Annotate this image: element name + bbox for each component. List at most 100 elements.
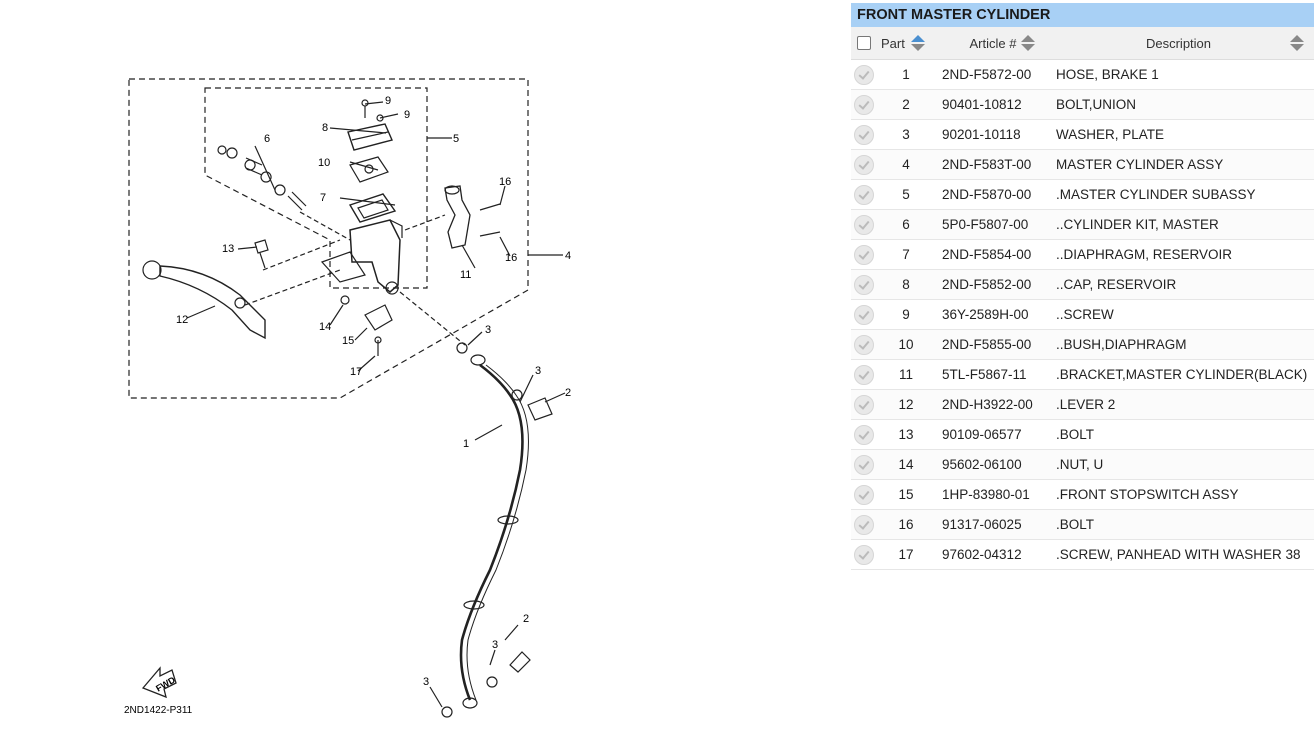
table-row[interactable]: 10 2ND-F5855-00 ..BUSH,DIAPHRAGM	[851, 330, 1314, 360]
panel-title: FRONT MASTER CYLINDER	[851, 3, 1314, 27]
check-circle-icon[interactable]	[854, 454, 874, 475]
article-number: 2ND-H3922-00	[942, 397, 1033, 412]
part-description: .BOLT	[1056, 427, 1095, 442]
article-number: 95602-06100	[942, 457, 1022, 472]
article-number: 2ND-F5855-00	[942, 337, 1032, 352]
row-select-cell	[851, 334, 877, 355]
part-description: .BRACKET,MASTER CYLINDER(BLACK)	[1056, 367, 1308, 382]
select-all-checkbox[interactable]	[857, 36, 871, 50]
svg-text:3: 3	[535, 365, 541, 377]
part-number: 14	[898, 457, 914, 472]
article-number: 90201-10118	[942, 127, 1021, 142]
diagram-drawing: 1 2 2 3 3 3 3 4 5 6 7 8 9 9 10 11 12 13 …	[128, 78, 571, 718]
row-select-cell	[851, 124, 877, 145]
row-select-cell	[851, 274, 877, 295]
svg-text:2: 2	[523, 613, 529, 625]
check-circle-icon[interactable]	[854, 334, 874, 355]
article-number: 90401-10812	[942, 97, 1022, 112]
check-circle-icon[interactable]	[854, 394, 874, 415]
column-header-description[interactable]: Description	[1043, 27, 1314, 59]
part-header-label: Part	[881, 35, 905, 51]
part-number: 2	[902, 97, 910, 112]
svg-text:14: 14	[319, 321, 331, 333]
check-circle-icon[interactable]	[854, 214, 874, 235]
part-number: 9	[902, 307, 910, 322]
check-circle-icon[interactable]	[854, 124, 874, 145]
part-number: 4	[902, 157, 910, 172]
svg-text:11: 11	[460, 269, 471, 281]
article-number: 2ND-F5854-00	[942, 247, 1032, 262]
sort-icon[interactable]	[1021, 35, 1035, 51]
part-number: 6	[902, 217, 910, 232]
part-number: 7	[902, 247, 910, 262]
article-number: 5TL-F5867-11	[942, 367, 1027, 382]
part-description: .FRONT STOPSWITCH ASSY	[1056, 487, 1239, 502]
article-number: 1HP-83980-01	[942, 487, 1030, 502]
svg-text:13: 13	[222, 243, 234, 255]
part-number: 10	[898, 337, 914, 352]
svg-text:16: 16	[505, 252, 517, 264]
check-circle-icon[interactable]	[854, 514, 874, 535]
part-description: WASHER, PLATE	[1056, 127, 1165, 142]
svg-text:7: 7	[320, 192, 326, 204]
table-header: Part Article # Description	[851, 27, 1314, 60]
check-circle-icon[interactable]	[854, 544, 874, 565]
check-circle-icon[interactable]	[854, 154, 874, 175]
part-description: MASTER CYLINDER ASSY	[1056, 157, 1224, 172]
exploded-parts-diagram[interactable]: 1 2 2 3 3 3 3 4 5 6 7 8 9 9 10 11 12 13 …	[0, 0, 850, 741]
check-circle-icon[interactable]	[854, 64, 874, 85]
check-circle-icon[interactable]	[854, 94, 874, 115]
part-number: 16	[898, 517, 914, 532]
svg-text:10: 10	[318, 157, 330, 169]
check-circle-icon[interactable]	[854, 364, 874, 385]
check-circle-icon[interactable]	[854, 274, 874, 295]
diagram-code: 2ND1422-P311	[124, 705, 193, 716]
table-row[interactable]: 4 2ND-F583T-00 MASTER CYLINDER ASSY	[851, 150, 1314, 180]
column-header-part[interactable]: Part	[877, 27, 943, 59]
article-number: 97602-04312	[942, 547, 1022, 562]
svg-text:15: 15	[342, 335, 354, 347]
part-description: .SCREW, PANHEAD WITH WASHER 38	[1056, 547, 1301, 562]
parts-list-panel: FRONT MASTER CYLINDER Part Article # Des…	[851, 3, 1314, 570]
article-number: 90109-06577	[942, 427, 1022, 442]
part-description: ..CYLINDER KIT, MASTER	[1056, 217, 1219, 232]
part-description: ..SCREW	[1056, 307, 1114, 322]
row-select-cell	[851, 304, 877, 325]
part-number: 15	[898, 487, 914, 502]
select-all-cell	[851, 27, 877, 59]
article-number: 36Y-2589H-00	[942, 307, 1029, 322]
svg-text:9: 9	[404, 109, 410, 121]
sort-icon[interactable]	[910, 35, 925, 51]
article-number: 2ND-F583T-00	[942, 157, 1032, 172]
part-description: ..BUSH,DIAPHRAGM	[1056, 337, 1187, 352]
column-header-article[interactable]: Article #	[943, 27, 1043, 59]
check-circle-icon[interactable]	[854, 244, 874, 265]
table-row[interactable]: 15 1HP-83980-01 .FRONT STOPSWITCH ASSY	[851, 480, 1314, 510]
check-circle-icon[interactable]	[854, 184, 874, 205]
row-select-cell	[851, 424, 877, 445]
row-select-cell	[851, 244, 877, 265]
part-description: HOSE, BRAKE 1	[1056, 67, 1159, 82]
svg-text:8: 8	[322, 122, 328, 134]
svg-text:17: 17	[350, 366, 362, 378]
table-row[interactable]: 9 36Y-2589H-00 ..SCREW	[851, 300, 1314, 330]
sort-icon[interactable]	[1290, 35, 1304, 51]
check-circle-icon[interactable]	[854, 424, 874, 445]
check-circle-icon[interactable]	[854, 304, 874, 325]
svg-text:3: 3	[485, 324, 491, 336]
check-circle-icon[interactable]	[854, 484, 874, 505]
